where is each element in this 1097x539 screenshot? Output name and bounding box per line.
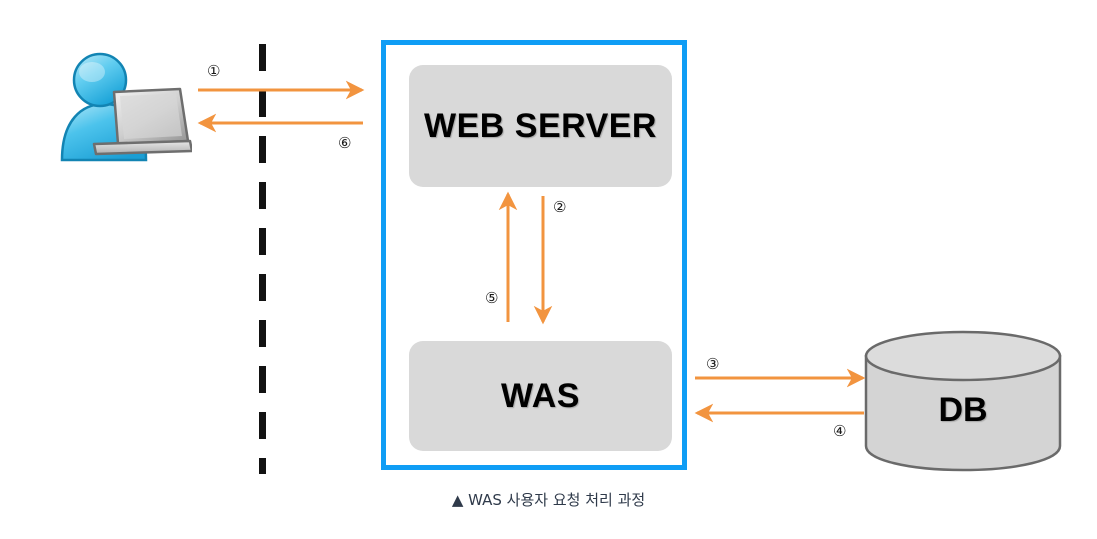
step-marker-5: ⑤ [485, 289, 499, 307]
step-marker-1: ① [207, 62, 221, 80]
was-node[interactable]: WAS [409, 341, 672, 451]
step-marker-2: ② [553, 198, 567, 216]
database-cylinder-icon[interactable] [864, 330, 1062, 472]
database-label: DB [938, 390, 988, 429]
step-marker-3: ③ [706, 355, 720, 373]
web-server-node[interactable]: WEB SERVER [409, 65, 672, 187]
figure-caption: ▲ WAS 사용자 요청 처리 과정 [451, 491, 646, 509]
step-marker-6: ⑥ [338, 134, 352, 152]
user-with-laptop-icon [52, 48, 194, 163]
step-marker-4: ④ [833, 422, 847, 440]
server-container: WEB SERVER WAS [381, 40, 687, 470]
network-boundary-dashed-line [259, 44, 266, 474]
